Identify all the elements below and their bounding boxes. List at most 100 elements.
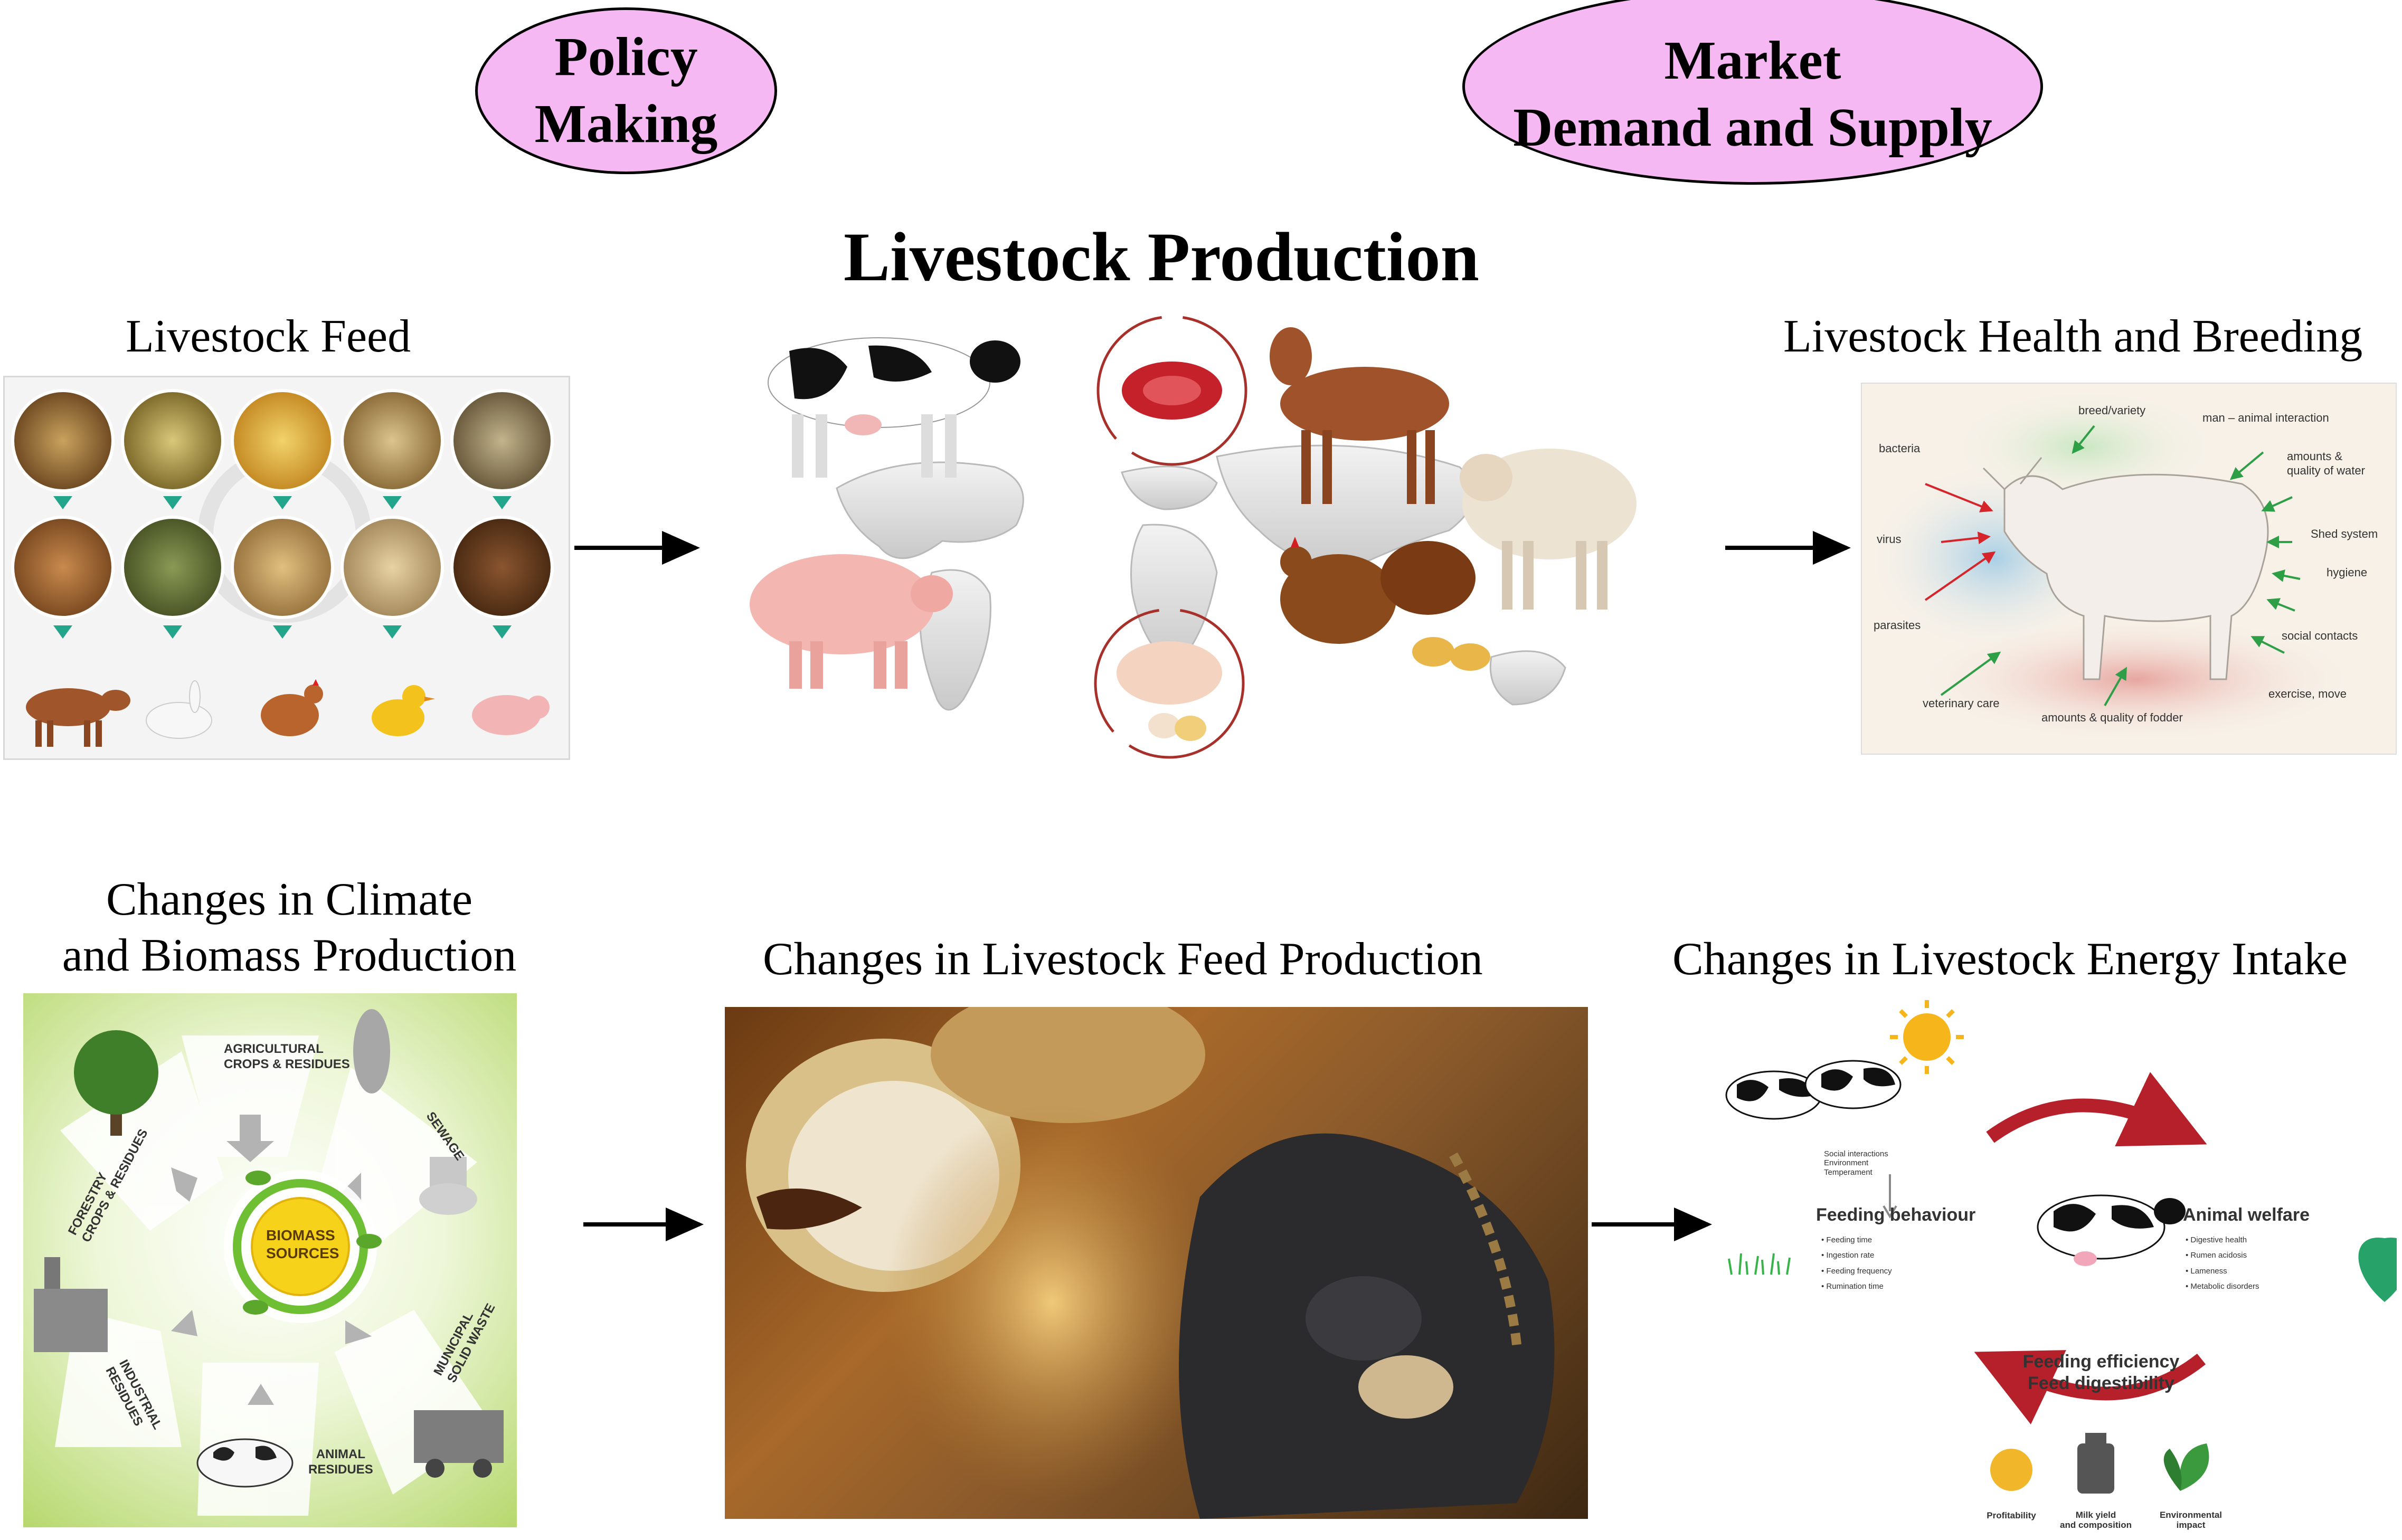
energy-social-line-1: Social interactions <box>1824 1149 1888 1158</box>
livestock-feed-panel <box>3 376 570 760</box>
health-label-virus: virus <box>1877 533 1902 546</box>
pellet-row <box>11 516 554 619</box>
animal-line-1: ANIMAL <box>316 1447 366 1461</box>
feeding-efficiency-label: Feeding efficiency Feed digestibility <box>2006 1351 2196 1394</box>
env-line-2: impact <box>2176 1519 2206 1530</box>
feeding-item-3: • Feeding frequency <box>1821 1266 1892 1276</box>
production-illustration <box>750 315 1637 759</box>
toilet-icon <box>419 1157 477 1215</box>
biomass-center-line-1: BIOMASS <box>266 1227 335 1243</box>
animal-welfare-title: Animal welfare <box>2183 1205 2310 1225</box>
source-agricultural: AGRICULTURAL CROPS & RESIDUES <box>224 1042 350 1072</box>
feeding-item-4: • Rumination time <box>1821 1281 1884 1291</box>
outcome-environmental: Environmental impact <box>2154 1510 2228 1530</box>
corn-icon <box>353 1009 390 1094</box>
welfare-item-1: • Digestive health <box>2186 1235 2247 1244</box>
health-label-parasites: parasites <box>1874 619 1921 632</box>
grass-icon <box>1728 1253 1791 1275</box>
heading-feed-production: Changes in Livestock Feed Production <box>763 934 1483 985</box>
animal-welfare-list: • Digestive health • Rumen acidosis • La… <box>2186 1232 2259 1294</box>
health-label-fodder: amounts & quality of fodder <box>2041 711 2183 724</box>
health-label-social: social contacts <box>2282 629 2358 642</box>
feeding-behaviour-title: Feeding behaviour <box>1816 1205 1976 1225</box>
cows-pair-icon <box>1725 1060 1902 1120</box>
biomass-center-label: BIOMASS SOURCES <box>266 1227 339 1262</box>
pig-image <box>750 554 953 689</box>
outcome-profitability: Profitability <box>1987 1510 2036 1520</box>
feed-animal-row <box>26 679 550 747</box>
raw-feed-row <box>11 389 554 492</box>
market-demand-supply-oval: Market Demand and Supply <box>1462 0 2043 185</box>
policy-making-oval: Policy Making <box>475 7 777 174</box>
outcome-milk-yield: Milk yield and composition <box>2059 1510 2133 1530</box>
heading-climate-biomass: Changes in Climate and Biomass Productio… <box>46 872 532 983</box>
heading-livestock-health: Livestock Health and Breeding <box>1783 311 2363 362</box>
welfare-item-3: • Lameness <box>2186 1266 2227 1276</box>
health-label-exercise: exercise, move <box>2268 687 2347 700</box>
feeding-item-1: • Feeding time <box>1821 1235 1873 1244</box>
main-title: Livestock Production <box>844 218 1479 296</box>
biomass-panel: BIOMASS SOURCES AGRICULTURAL CROPS & RES… <box>23 993 517 1527</box>
health-illustration <box>1867 389 2358 743</box>
energy-social-label: Social interactions Environment Temperam… <box>1824 1149 1888 1177</box>
dollar-icon <box>1990 1449 2032 1491</box>
energy-intake-panel: Social interactions Environment Temperam… <box>1716 1000 2397 1538</box>
center-cow-icon <box>2037 1194 2186 1266</box>
chicken-image <box>1280 537 1490 671</box>
falling-grain <box>883 1102 1221 1503</box>
agri-line-2: CROPS & RESIDUES <box>224 1057 350 1071</box>
env-line-1: Environmental <box>2159 1510 2223 1520</box>
heart-plus-icon <box>2320 1232 2397 1303</box>
feed-production-photo <box>725 1007 1588 1519</box>
garbage-truck-icon <box>414 1410 504 1478</box>
goat-image <box>1270 327 1449 504</box>
efficiency-line-1: Feeding efficiency <box>2022 1352 2180 1372</box>
milk-can-icon <box>2077 1433 2114 1494</box>
heading-climate-line-1: Changes in Climate <box>106 874 473 925</box>
efficiency-line-2: Feed digestibility <box>2028 1373 2174 1393</box>
energy-social-line-2: Environment <box>1824 1158 1869 1168</box>
raw-chicken <box>1117 641 1222 705</box>
policy-line-2: Making <box>534 93 718 154</box>
welfare-item-4: • Metabolic disorders <box>2186 1281 2259 1291</box>
agri-line-1: AGRICULTURAL <box>224 1042 324 1056</box>
health-label-water: quality of water <box>2287 464 2365 477</box>
health-label-bacteria: bacteria <box>1879 442 1921 455</box>
health-label-shed: Shed system <box>2311 527 2378 540</box>
milk-line-2: and composition <box>2060 1519 2132 1530</box>
health-label-man-animal: man – animal interaction <box>2202 411 2329 424</box>
milk-line-1: Milk yield <box>2075 1510 2116 1520</box>
tree-icon <box>74 1030 158 1136</box>
factory-icon <box>34 1257 108 1352</box>
sheep-image <box>1460 449 1637 610</box>
health-label-breed: breed/variety <box>2078 404 2146 417</box>
heading-livestock-feed: Livestock Feed <box>126 311 411 362</box>
source-animal: ANIMAL RESIDUES <box>308 1447 373 1478</box>
feed-photo-illustration <box>746 1007 1555 1519</box>
livestock-production-panel <box>742 298 1692 789</box>
market-line-2: Demand and Supply <box>1513 97 1992 158</box>
feeding-behaviour-list: • Feeding time • Ingestion rate • Feedin… <box>1821 1232 1892 1294</box>
heading-energy-intake: Changes in Livestock Energy Intake <box>1672 934 2348 985</box>
cow-icon <box>196 1438 294 1488</box>
livestock-health-panel: breed/variety man – animal interaction b… <box>1861 383 2397 755</box>
energy-social-line-3: Temperament <box>1824 1167 1873 1177</box>
market-line-1: Market <box>1664 30 1841 91</box>
leaf-icon <box>2163 1443 2209 1491</box>
health-label-hygiene: hygiene <box>2327 566 2368 579</box>
welfare-item-2: • Rumen acidosis <box>2186 1251 2247 1260</box>
hand <box>756 1189 862 1230</box>
energy-illustration <box>1725 1000 2397 1494</box>
sun-icon <box>1890 1000 1964 1074</box>
chain <box>1449 1152 1521 1345</box>
health-label-veterinary: veterinary care <box>1923 697 2000 710</box>
health-label-amounts: amounts & <box>2287 450 2343 463</box>
animal-line-2: RESIDUES <box>308 1462 373 1477</box>
cycle-arrows <box>1974 1072 2207 1424</box>
policy-line-1: Policy <box>554 26 698 88</box>
cow-drawing <box>1982 457 2269 680</box>
feeding-item-2: • Ingestion rate <box>1821 1251 1875 1260</box>
biomass-illustration <box>34 1009 504 1516</box>
heading-climate-line-2: and Biomass Production <box>62 929 517 981</box>
biomass-center-line-2: SOURCES <box>266 1244 339 1261</box>
